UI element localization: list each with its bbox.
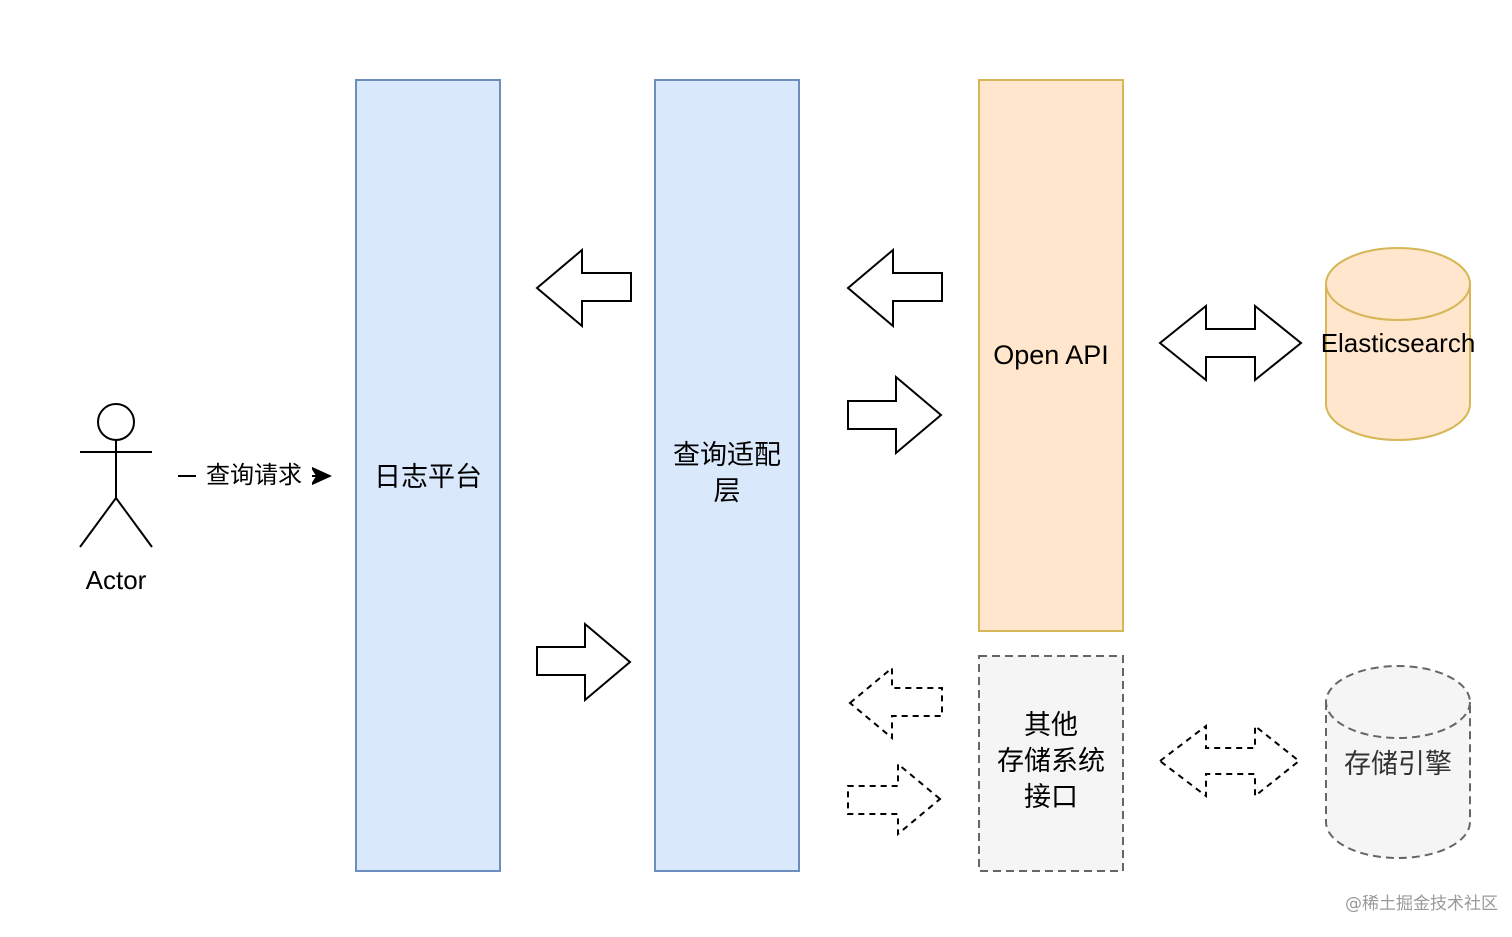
actor-label: Actor [85, 564, 147, 595]
arrow-left-icon [846, 247, 943, 329]
double-arrow-icon [1158, 303, 1303, 383]
request-label: 查询请求 [196, 454, 312, 490]
arrow-left-icon [535, 247, 632, 329]
storage-engine-label: 存储引擎 [1344, 748, 1452, 780]
log-platform-box [355, 79, 501, 872]
storage-engine-cylinder [1325, 665, 1471, 859]
elasticsearch-cylinder [1325, 247, 1471, 441]
arrow-right-icon [847, 374, 943, 456]
query-adapter-label: 查询适配 层 [655, 436, 799, 512]
other-storage-label-line3: 接口 [1024, 782, 1078, 813]
watermark: @稀土掘金技术社区 [1345, 893, 1498, 914]
query-adapter-label-line1: 查询适配 [673, 440, 781, 471]
actor-icon [79, 403, 153, 548]
open-api-label: Open API [993, 339, 1109, 370]
other-storage-label-line1: 其他 [1024, 710, 1078, 741]
dashed-arrow-right-icon [847, 761, 942, 837]
query-adapter-box [654, 79, 800, 872]
dashed-arrow-left-icon [848, 665, 943, 741]
other-storage-label-line2: 存储系统 [997, 746, 1105, 777]
elasticsearch-label: Elasticsearch [1320, 327, 1476, 358]
log-platform-label: 日志平台 [374, 461, 482, 493]
arrow-right-icon [536, 621, 632, 703]
open-api-box [978, 79, 1124, 632]
other-storage-box [978, 655, 1124, 872]
query-adapter-label-line2: 层 [713, 476, 741, 507]
other-storage-label: 其他 存储系统 接口 [979, 706, 1123, 818]
dashed-double-arrow-icon [1158, 723, 1301, 799]
